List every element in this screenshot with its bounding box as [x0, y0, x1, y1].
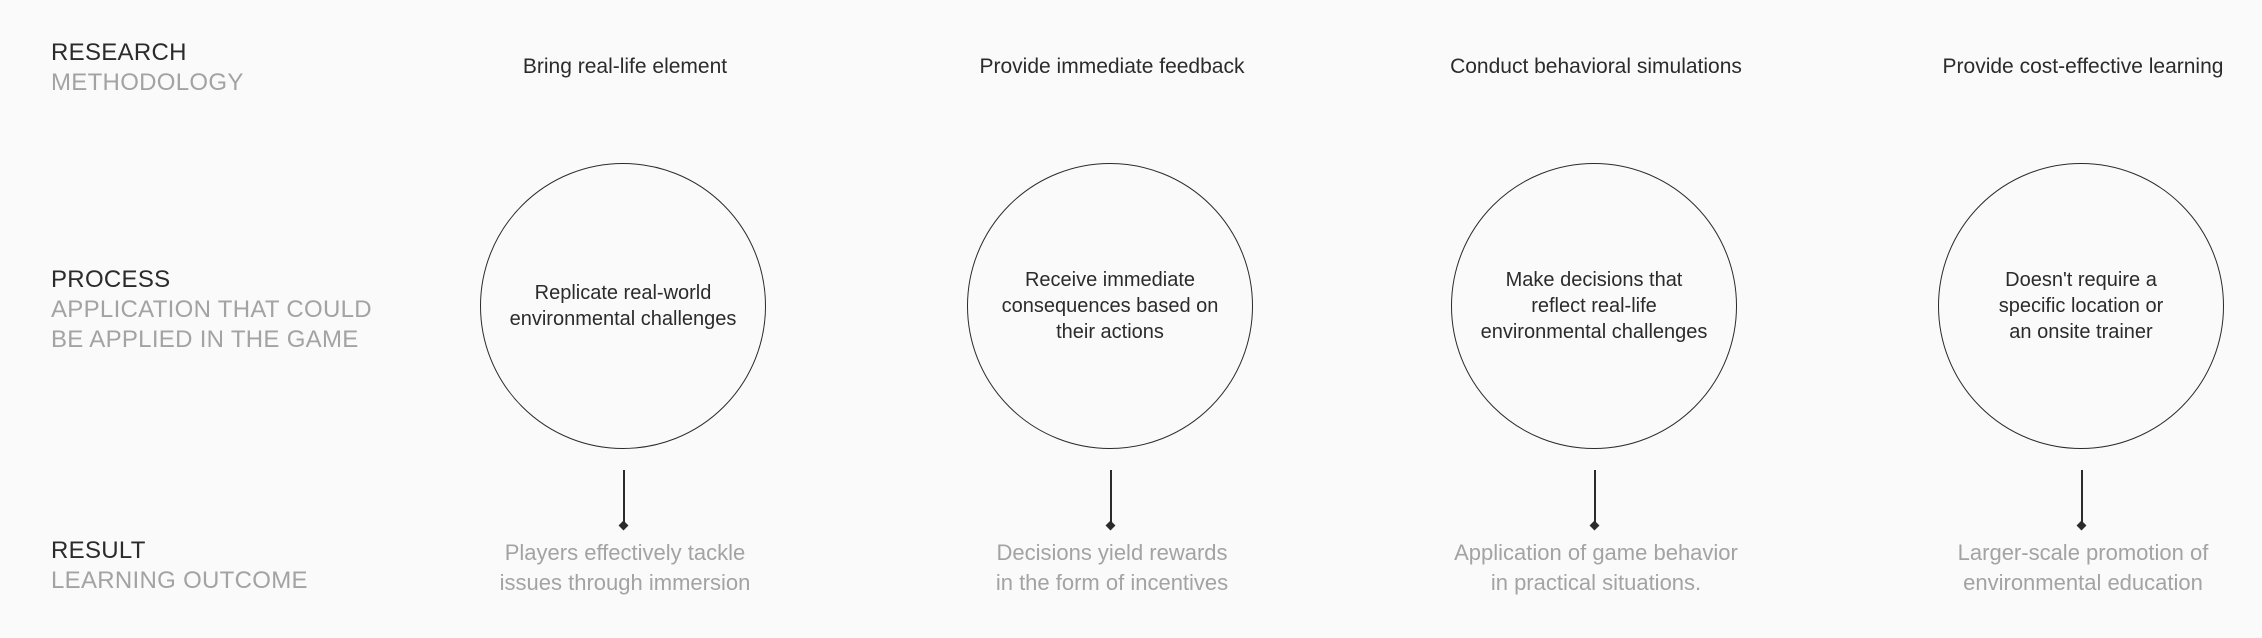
row-label-result-secondary: LEARNING OUTCOME	[51, 567, 308, 594]
row-label-research-primary: RESEARCH	[51, 39, 187, 66]
column-title: Conduct behavioral simulations	[1450, 55, 1742, 78]
row-label-research: RESEARCH METHODOLOGY	[51, 38, 244, 98]
column-4: Provide cost-effective learning Doesn't …	[1913, 0, 2253, 638]
column-title: Bring real-life element	[522, 55, 728, 78]
arrow-line	[1594, 470, 1596, 526]
arrow-line	[623, 470, 625, 526]
column-3: Conduct behavioral simulations Make deci…	[1426, 0, 1766, 638]
column-1: Bring real-life element Replicate real-w…	[455, 0, 795, 638]
process-circle-text: Make decisions that reflect real-life en…	[1480, 269, 1708, 343]
process-circle-text: Replicate real-world environmental chall…	[509, 282, 737, 330]
column-2: Provide immediate feedback Receive immed…	[942, 0, 1282, 638]
learning-outcome: Decisions yield rewards in the form of i…	[995, 540, 1229, 595]
row-label-process-secondary: APPLICATION THAT COULD BE APPLIED IN THE…	[51, 296, 372, 353]
process-circle-text: Receive immediate consequences based on …	[1001, 269, 1219, 343]
arrow-head-icon	[1105, 520, 1116, 531]
learning-outcome: Application of game behavior in practica…	[1454, 540, 1738, 595]
arrow-line	[1110, 470, 1112, 526]
arrow-line	[2081, 470, 2083, 526]
process-circle: Make decisions that reflect real-life en…	[1451, 163, 1737, 449]
row-label-result-primary: RESULT	[51, 537, 146, 564]
process-circle: Doesn't require a specific location or a…	[1938, 163, 2224, 449]
learning-outcome: Players effectively tackle issues throug…	[499, 540, 751, 595]
column-title: Provide cost-effective learning	[1942, 55, 2224, 78]
arrow-head-icon	[2076, 520, 2087, 531]
row-label-result: RESULT LEARNING OUTCOME	[51, 536, 308, 596]
process-circle-text: Doesn't require a specific location or a…	[1998, 269, 2164, 343]
arrow-head-icon	[618, 520, 629, 531]
row-label-research-secondary: METHODOLOGY	[51, 69, 244, 96]
column-title: Provide immediate feedback	[979, 55, 1245, 78]
learning-outcome: Larger-scale promotion of environmental …	[1957, 540, 2209, 595]
process-circle: Receive immediate consequences based on …	[967, 163, 1253, 449]
arrow-head-icon	[1589, 520, 1600, 531]
row-label-process: PROCESS APPLICATION THAT COULD BE APPLIE…	[51, 265, 372, 355]
row-label-process-primary: PROCESS	[51, 266, 171, 293]
process-circle: Replicate real-world environmental chall…	[480, 163, 766, 449]
